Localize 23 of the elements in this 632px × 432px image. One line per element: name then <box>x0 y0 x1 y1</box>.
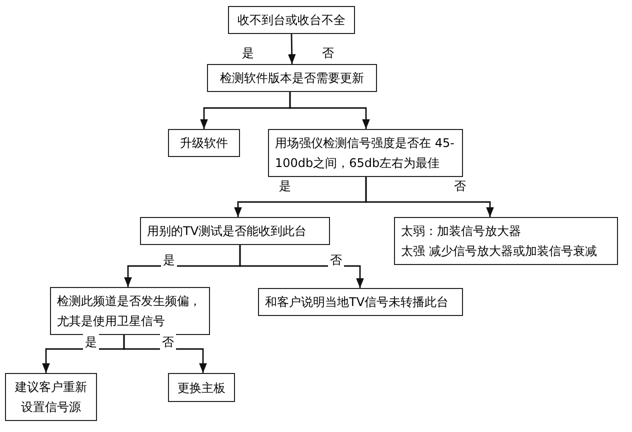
edge-label: 否 <box>452 178 468 194</box>
branch-label: 是 <box>240 45 256 61</box>
process-box: 升级软件 <box>168 129 240 157</box>
process-box: 检测此频道是否发生频偏，尤其是使用卫星信号 <box>50 287 210 335</box>
process-box: 检测软件版本是否需要更新 <box>207 64 377 92</box>
edge-label: 是 <box>161 252 177 268</box>
process-box: 建议客户重新设置信号源 <box>5 373 97 421</box>
arrow <box>123 335 207 373</box>
process-box: 和客户说明当地TV信号未转播此台 <box>258 288 463 316</box>
process-box: 更换主板 <box>168 373 235 402</box>
process-box: 收不到台或收台不全 <box>228 6 355 34</box>
branch-label: 否 <box>320 45 336 61</box>
process-box: 太弱：加装信号放大器 太强 减少信号放大器或加装信号衰减 <box>394 217 618 265</box>
process-box: 用别的TV测试是否能收到此台 <box>140 217 330 245</box>
arrow <box>365 177 494 217</box>
arrow <box>289 92 370 129</box>
edge-label: 是 <box>277 178 293 194</box>
edge-label: 是 <box>83 334 99 350</box>
arrow <box>239 245 364 288</box>
arrow <box>288 34 296 64</box>
process-box: 用场强仪检测信号强度是否在 45-100db之间，65db左右为最佳 <box>268 129 463 177</box>
edge-label: 否 <box>328 252 344 268</box>
edge-label: 否 <box>160 334 176 350</box>
